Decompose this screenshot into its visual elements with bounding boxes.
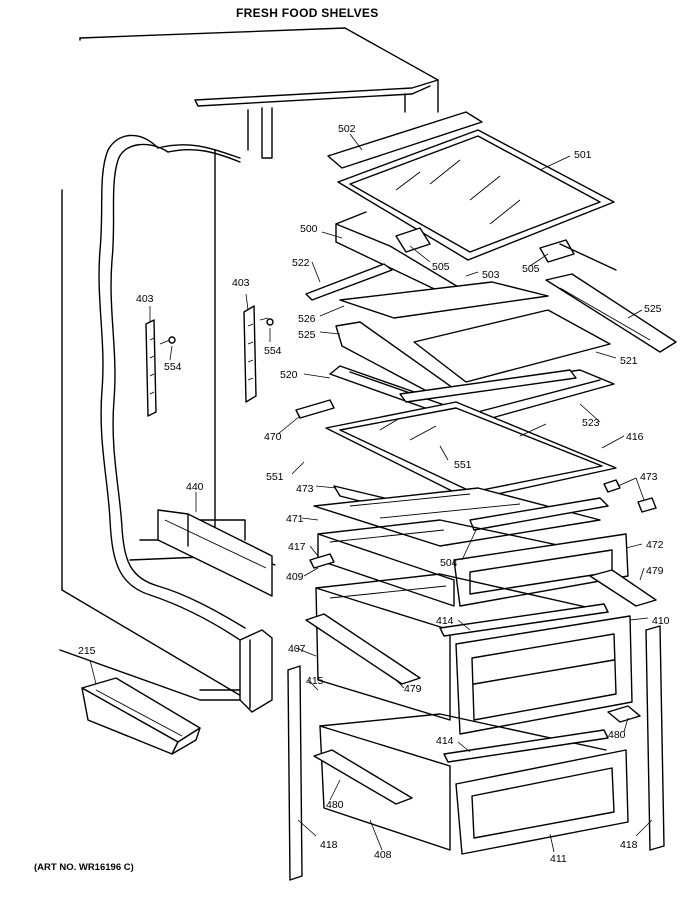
rail-479-right <box>589 569 657 607</box>
rail-414-upper <box>439 603 609 637</box>
bin-215 <box>81 677 201 755</box>
cabinet-bottom-panel <box>59 629 273 713</box>
bracket-525-right <box>545 273 677 353</box>
support-505-right <box>539 239 617 271</box>
label-520: 520 <box>280 369 298 381</box>
label-472: 472 <box>646 539 664 551</box>
label-479: 479 <box>404 683 422 695</box>
part-labels: 502 501 500 505 503 505 522 525 526 525 … <box>78 123 670 865</box>
label-440: 440 <box>186 481 204 493</box>
shelf-ladder-left <box>145 319 176 417</box>
slide-480 <box>313 705 641 805</box>
label-403: 403 <box>232 277 250 289</box>
label-409: 409 <box>286 571 304 583</box>
cover-440 <box>157 509 273 597</box>
label-526: 526 <box>298 313 316 325</box>
label-407: 407 <box>288 643 306 655</box>
label-501: 501 <box>574 149 592 161</box>
liner-seam <box>98 134 246 641</box>
label-502: 502 <box>338 123 356 135</box>
label-551: 551 <box>454 459 472 471</box>
label-473: 473 <box>640 471 658 483</box>
rail-414-lower <box>443 729 609 763</box>
drawer-front-410 <box>455 615 633 735</box>
clip-470 <box>295 399 335 419</box>
label-503: 503 <box>482 269 500 281</box>
track-418-left <box>287 665 303 881</box>
label-418: 418 <box>320 839 338 851</box>
art-number: (ART NO. WR16196 C) <box>34 862 134 873</box>
label-525: 525 <box>298 329 316 341</box>
shelf-glass-501 <box>337 129 615 261</box>
rail-523 <box>399 369 577 403</box>
label-414: 414 <box>436 735 454 747</box>
label-416: 416 <box>626 431 644 443</box>
label-418: 418 <box>620 839 638 851</box>
label-480: 480 <box>326 799 344 811</box>
label-505: 505 <box>522 263 540 275</box>
label-417: 417 <box>288 541 306 553</box>
label-522: 522 <box>292 257 310 269</box>
cover-471 <box>313 487 601 547</box>
label-554: 554 <box>264 345 282 357</box>
label-551: 551 <box>266 471 284 483</box>
frame-500 <box>335 211 471 307</box>
label-554: 554 <box>164 361 182 373</box>
label-411: 411 <box>550 853 567 865</box>
label-500: 500 <box>300 223 318 235</box>
label-415: 415 <box>306 675 324 687</box>
label-479: 479 <box>646 565 664 577</box>
leader-lines <box>89 133 653 853</box>
label-215: 215 <box>78 645 96 657</box>
slide-417 <box>309 553 335 569</box>
label-521: 521 <box>620 355 638 367</box>
slide-479-left <box>305 613 421 685</box>
label-504: 504 <box>440 557 458 569</box>
diagram-title: FRESH FOOD SHELVES <box>236 6 379 20</box>
glass-526 <box>339 281 549 319</box>
drawer-front-411 <box>455 749 629 855</box>
label-414: 414 <box>436 615 454 627</box>
label-523: 523 <box>582 417 600 429</box>
trim-502 <box>327 111 483 169</box>
label-473: 473 <box>296 483 314 495</box>
glass-521 <box>413 309 611 383</box>
label-480: 480 <box>608 729 626 741</box>
shelf-ladder-right <box>243 305 274 403</box>
label-525: 525 <box>644 303 662 315</box>
shelf-416 <box>325 401 617 501</box>
label-403: 403 <box>136 293 154 305</box>
label-470: 470 <box>264 431 282 443</box>
track-418-right <box>645 625 665 851</box>
drawer-front-472 <box>453 533 629 607</box>
label-471: 471 <box>286 513 304 525</box>
tabs-473-right <box>603 479 657 513</box>
rail-522 <box>305 263 393 301</box>
label-408: 408 <box>374 849 392 861</box>
label-410: 410 <box>652 615 670 627</box>
label-505: 505 <box>432 261 450 273</box>
drawer-409 <box>317 519 601 607</box>
